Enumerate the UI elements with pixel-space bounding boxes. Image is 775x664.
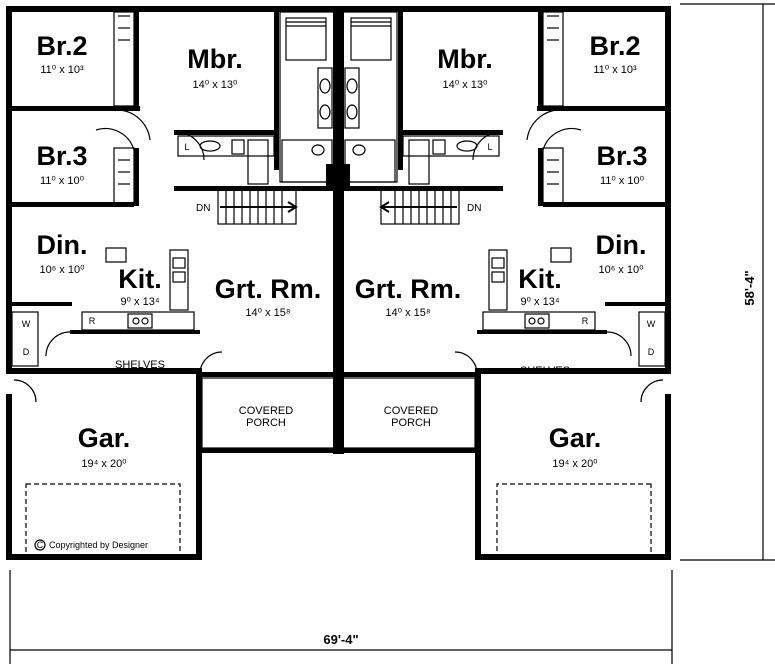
room-name-grt-right: Grt. Rm. [355, 274, 462, 304]
porch-label-2-right: PORCH [391, 417, 431, 429]
linen-label-left: L [184, 142, 189, 152]
room-dim-din-right: 10⁶ x 10⁰ [598, 264, 644, 276]
linen-label-right: L [487, 142, 492, 152]
unit-right [338, 6, 671, 560]
overall-depth-label: 58'-4" [742, 270, 757, 305]
washer-label-right: W [647, 319, 656, 329]
dryer-label-right: D [648, 347, 655, 357]
room-name-mbr-right: Mbr. [437, 44, 493, 74]
room-name-gar-right: Gar. [549, 423, 602, 453]
washer-label-left: W [22, 319, 31, 329]
room-name-br3-right: Br.3 [596, 141, 647, 171]
room-dim-br2-right: 11⁰ x 10³ [593, 64, 637, 76]
room-dim-mbr-left: 14⁰ x 13⁰ [193, 79, 238, 91]
room-dim-gar-left: 19⁴ x 20⁰ [81, 458, 127, 470]
dimension-lines [9, 3, 775, 664]
dn-label-right: DN [467, 203, 481, 214]
room-name-din-right: Din. [596, 230, 647, 260]
dryer-label-left: D [23, 347, 30, 357]
room-dim-kit-right: 9⁰ x 13⁴ [520, 296, 559, 308]
room-name-mbr-left: Mbr. [187, 44, 243, 74]
copyright-icon [34, 539, 46, 551]
room-name-br2-right: Br.2 [589, 31, 640, 61]
room-name-br3-left: Br.3 [36, 141, 87, 171]
copyright-note: Copyrighted by Designer [49, 540, 148, 550]
room-name-kit-right: Kit. [518, 264, 562, 294]
range-label-right: R [582, 316, 589, 326]
room-dim-gar-right: 19⁴ x 20⁰ [552, 458, 598, 470]
room-dim-din-left: 10⁶ x 10⁰ [39, 264, 85, 276]
room-dim-grt-right: 14⁰ x 15⁸ [385, 307, 430, 319]
porch-label-2-left: PORCH [246, 417, 286, 429]
shelves-label-left: SHELVES [115, 359, 165, 371]
overall-width-label: 69'-4" [323, 632, 358, 647]
room-dim-br3-right: 11⁰ x 10⁰ [600, 175, 645, 187]
room-name-grt-left: Grt. Rm. [215, 274, 322, 304]
room-name-br2-left: Br.2 [36, 31, 87, 61]
room-name-kit-left: Kit. [118, 264, 162, 294]
shelves-label-right: SHELVES [520, 365, 570, 377]
porch-label-1-left: COVERED [239, 405, 293, 417]
room-dim-grt-left: 14⁰ x 15⁸ [245, 307, 290, 319]
room-dim-br2-left: 11⁰ x 10³ [40, 64, 84, 76]
room-dim-mbr-right: 14⁰ x 13⁰ [443, 79, 488, 91]
copyright-symbol: C [37, 540, 44, 550]
room-dim-br3-left: 11⁰ x 10⁰ [40, 175, 85, 187]
room-name-din-left: Din. [37, 230, 88, 260]
range-label-left: R [89, 316, 96, 326]
room-dim-kit-left: 9⁰ x 13⁴ [120, 296, 159, 308]
party-wall [333, 6, 344, 454]
room-name-gar-left: Gar. [78, 423, 131, 453]
porch-label-1-right: COVERED [384, 405, 438, 417]
dn-label-left: DN [196, 203, 210, 214]
unit-left [6, 6, 339, 560]
